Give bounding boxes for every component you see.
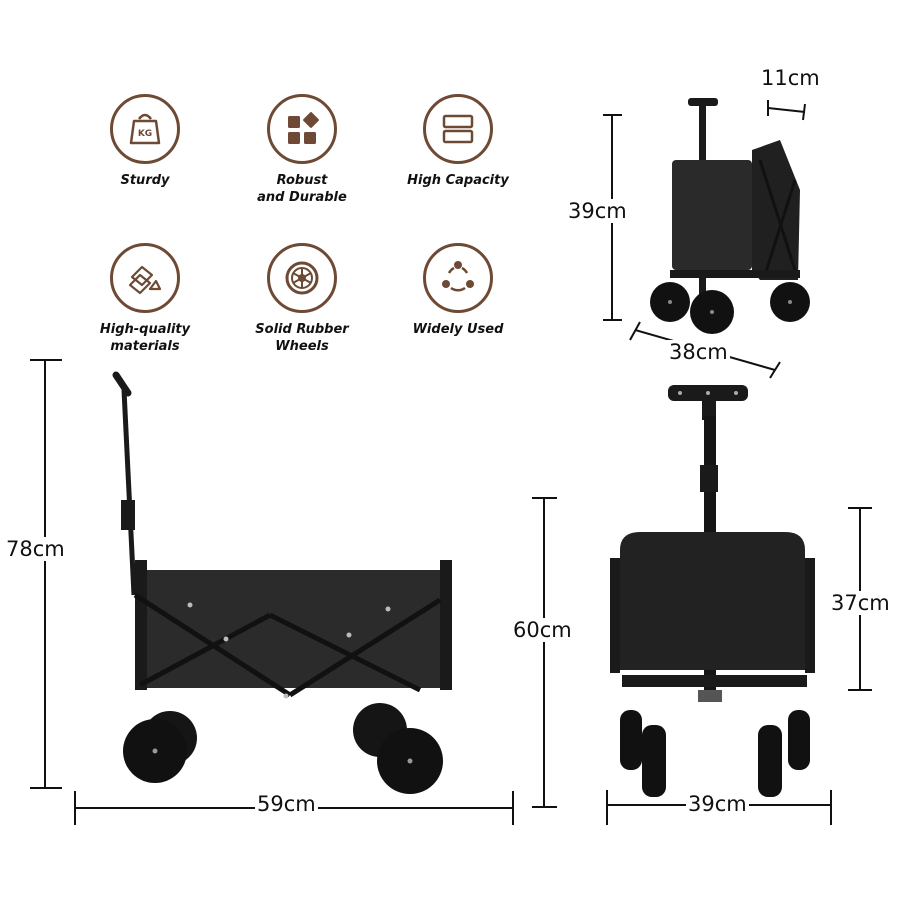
feature-widely-used: Widely Used xyxy=(383,243,533,338)
feature-label: Solid Rubber Wheels xyxy=(255,322,349,354)
metal-bars-icon xyxy=(110,243,180,313)
side-length-label: 59cm xyxy=(255,792,318,816)
storage-boxes-icon xyxy=(423,94,493,164)
wheel-icon xyxy=(267,243,337,313)
share-cycle-icon xyxy=(423,243,493,313)
front-height-label: 60cm xyxy=(511,618,574,642)
front-basket-height-label: 37cm xyxy=(829,591,892,615)
kg-weight-icon: KG xyxy=(110,94,180,164)
folded-wagon-image xyxy=(600,90,860,380)
feature-robust: Robust and Durable xyxy=(227,94,377,206)
feature-sturdy: KG Sturdy xyxy=(70,94,220,189)
feature-label: Sturdy xyxy=(120,173,170,188)
side-view-wagon-image xyxy=(0,355,530,835)
side-height-label: 78cm xyxy=(4,537,67,561)
blocks-icon xyxy=(267,94,337,164)
feature-label: High-quality materials xyxy=(99,322,191,354)
feature-label: High Capacity xyxy=(407,173,509,188)
feature-label: Robust and Durable xyxy=(257,173,347,205)
feature-materials: High-quality materials xyxy=(70,243,220,355)
folded-width-label: 11cm xyxy=(759,66,822,90)
feature-rubber-wheels: Solid Rubber Wheels xyxy=(227,243,377,355)
feature-high-capacity: High Capacity xyxy=(383,94,533,189)
feature-label: Widely Used xyxy=(412,322,504,337)
front-width-label: 39cm xyxy=(686,792,749,816)
front-view-wagon-image xyxy=(530,380,900,830)
svg-text:KG: KG xyxy=(138,129,152,139)
folded-height-label: 39cm xyxy=(566,199,629,223)
folded-depth-label: 38cm xyxy=(667,340,730,364)
